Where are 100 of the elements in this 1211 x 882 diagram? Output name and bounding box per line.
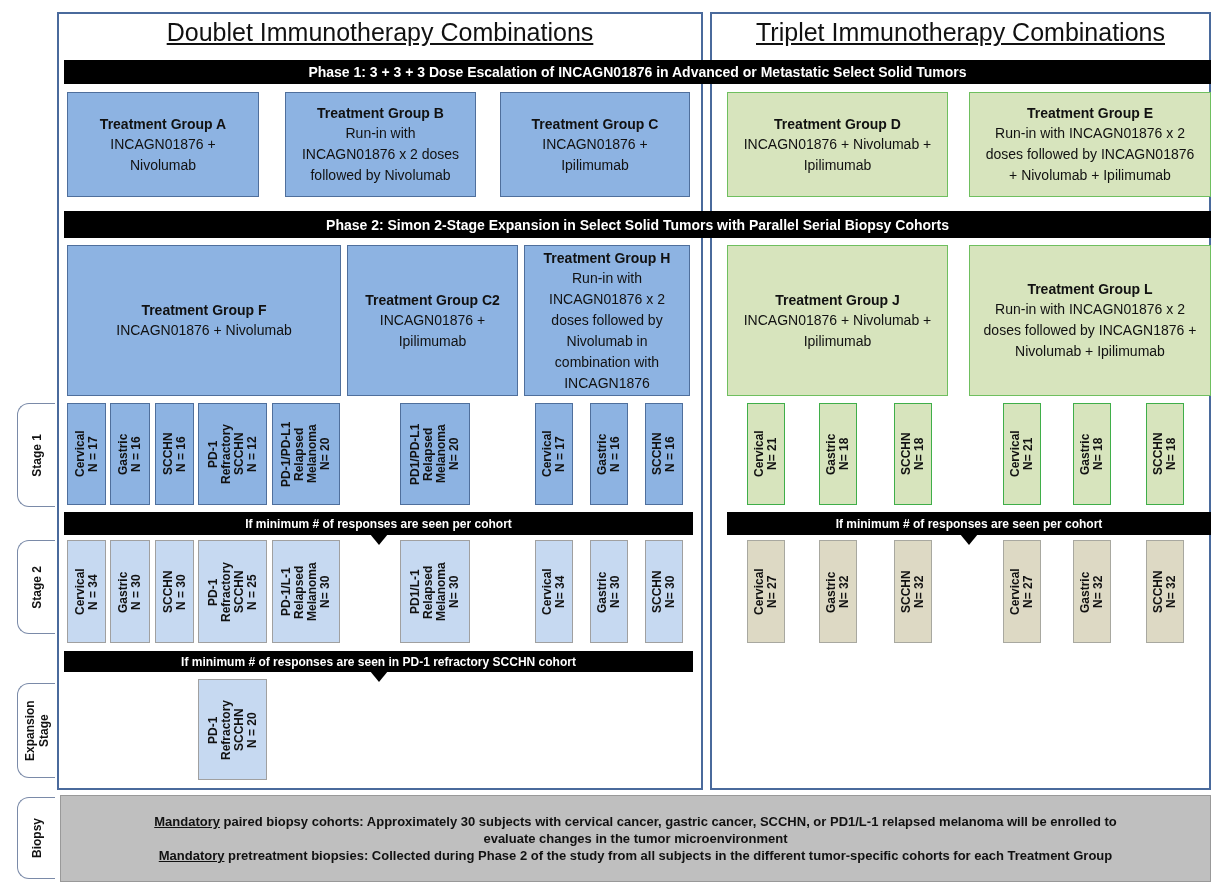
panel-title: Doublet Immunotherapy Combinations xyxy=(165,18,595,47)
cohort-name: PD-1/L-1 Relapsed Melanoma xyxy=(280,561,319,623)
cohort-box xyxy=(67,540,106,643)
cohort-size: N = 17 xyxy=(86,436,100,472)
cohort-name: Cervical xyxy=(73,568,87,615)
cohort-name: Gastric xyxy=(1079,433,1092,475)
treatment-group-box xyxy=(285,92,476,197)
biopsy-band xyxy=(60,795,1211,882)
cohort-name: Cervical xyxy=(1009,568,1022,615)
treatment-group-box xyxy=(969,92,1211,197)
group-heading: Treatment Group L xyxy=(1027,280,1153,299)
cohort-box xyxy=(1003,403,1041,505)
phase-banner: Phase 1: 3 + 3 + 3 Dose Escalation of INCAGN01876 in Advanced or Metastatic Select Solid Tumors xyxy=(64,60,1211,84)
cohort-name: SCCHN xyxy=(900,570,913,613)
cohort-name: Cervical xyxy=(73,430,87,478)
cohort-name: Gastric xyxy=(825,433,838,475)
cohort-box xyxy=(272,540,340,643)
phase-banner: Phase 2: Simon 2-Stage Expansion in Select Solid Tumors with Parallel Serial Biopsy Cohorts xyxy=(64,211,1211,238)
cohort-box xyxy=(645,540,683,643)
cohort-name: SCCHN xyxy=(161,570,175,613)
group-heading: Treatment Group H xyxy=(543,248,671,268)
cohort-name: SCCHN xyxy=(651,570,664,613)
cohort-size: N= 32 xyxy=(1092,575,1105,608)
cohort-box xyxy=(400,403,470,505)
cohort-box xyxy=(198,540,267,643)
stage-tab: Stage 1 xyxy=(17,403,55,507)
group-regimen: INCAGN01876 + Nivolumab + Ipilimumab xyxy=(742,310,933,351)
cohort-box xyxy=(1073,540,1111,643)
group-heading: Treatment Group F xyxy=(141,301,267,320)
cohort-box xyxy=(645,403,683,505)
cohort-size: N = 16 xyxy=(664,436,677,472)
cohort-box xyxy=(1146,403,1184,505)
cohort-box xyxy=(198,679,267,780)
cohort-name: SCCHN xyxy=(1152,570,1165,613)
cohort-name: PD1/PD-L1 Relapsed Melanoma xyxy=(409,422,448,487)
cohort-name: SCCHN xyxy=(900,432,913,476)
cohort-size: N= 30 xyxy=(448,575,461,608)
cohort-size: N = 34 xyxy=(86,573,100,610)
group-regimen: INCAGN01876 + Nivolumab xyxy=(109,134,217,175)
cohort-size: N= 21 xyxy=(1022,437,1035,471)
cohort-size: N= 27 xyxy=(1022,575,1035,608)
cohort-name: Gastric xyxy=(117,570,130,613)
cohort-box xyxy=(1146,540,1184,643)
cohort-box xyxy=(747,540,785,643)
cohort-size: N= 18 xyxy=(913,437,926,471)
cohort-box xyxy=(67,403,106,505)
group-regimen: Run-in with INCAGN01876 x 2 doses followed by INCAGN01876 + Nivolumab + Ipilimumab xyxy=(984,124,1196,185)
cohort-size: N = 16 xyxy=(174,436,188,472)
cohort-box xyxy=(400,540,470,643)
cohort-size: N= 18 xyxy=(838,437,851,471)
cohort-name: Gastric xyxy=(825,570,838,613)
cohort-box xyxy=(819,540,857,643)
treatment-group-box xyxy=(727,245,948,396)
cohort-name: Cervical xyxy=(753,568,766,615)
cohort-name: SCCHN xyxy=(1152,432,1165,476)
cohort-size: N= 32 xyxy=(913,575,926,608)
cohort-size: N = 25 xyxy=(245,573,259,610)
cohort-size: N = 20 xyxy=(245,711,259,748)
cohort-name: PD1/L-1 Relapsed Melanoma xyxy=(409,561,448,623)
group-heading: Treatment Group E xyxy=(1027,104,1153,123)
cohort-size: N = 12 xyxy=(245,436,259,472)
cohort-name: Gastric xyxy=(117,433,130,475)
group-regimen: Run-in with INCAGN01876 x 2 doses followed by Nivolumab in combination with INCAGN1876 xyxy=(548,268,666,393)
cohort-size: N = 30 xyxy=(174,573,188,610)
treatment-group-box xyxy=(727,92,948,197)
cohort-name: SCCHN xyxy=(161,432,175,476)
treatment-group-box xyxy=(524,245,690,396)
group-heading: Treatment Group C xyxy=(531,114,659,134)
cohort-box xyxy=(747,403,785,505)
cohort-size: N = 16 xyxy=(609,436,622,472)
cohort-size: N= 32 xyxy=(838,575,851,608)
cohort-size: N = 16 xyxy=(130,436,143,472)
cohort-name: PD-1/PD-L1 Relapsed Melanoma xyxy=(280,420,319,489)
treatment-group-box xyxy=(500,92,690,197)
group-heading: Treatment Group J xyxy=(775,290,900,310)
group-heading: Treatment Group A xyxy=(99,114,227,134)
cohort-size: N= 20 xyxy=(448,437,461,471)
group-heading: Treatment Group C2 xyxy=(365,290,500,310)
cohort-size: N= 20 xyxy=(319,437,332,471)
cohort-box xyxy=(272,403,340,505)
cohort-name: Gastric xyxy=(596,570,609,613)
cohort-box xyxy=(590,540,628,643)
treatment-group-box xyxy=(67,245,341,396)
cohort-size: N= 30 xyxy=(609,575,622,608)
cohort-size: N= 30 xyxy=(664,575,677,608)
cohort-name: Cervical xyxy=(541,430,554,478)
cohort-box xyxy=(590,403,628,505)
cohort-name: PD-1 Refractory SCCHN xyxy=(206,560,246,624)
cohort-size: N= 30 xyxy=(319,575,332,608)
panel-title: Triplet Immunotherapy Combinations xyxy=(755,18,1166,47)
cohort-box xyxy=(1073,403,1111,505)
cohort-size: N= 27 xyxy=(766,575,779,608)
stage-tab: Biopsy xyxy=(17,797,55,879)
group-regimen: Run-in with INCAGN01876 x 2 doses followed by Nivolumab xyxy=(300,124,461,185)
cohort-box xyxy=(1003,540,1041,643)
group-regimen: INCAGN01876 + Nivolumab xyxy=(116,321,292,340)
group-regimen: INCAGN01876 + Ipilimumab xyxy=(541,134,649,175)
group-regimen: INCAGN01876 + Ipilimumab xyxy=(378,310,487,351)
cohort-size: N= 18 xyxy=(1092,437,1105,471)
cohort-name: Gastric xyxy=(596,433,609,475)
